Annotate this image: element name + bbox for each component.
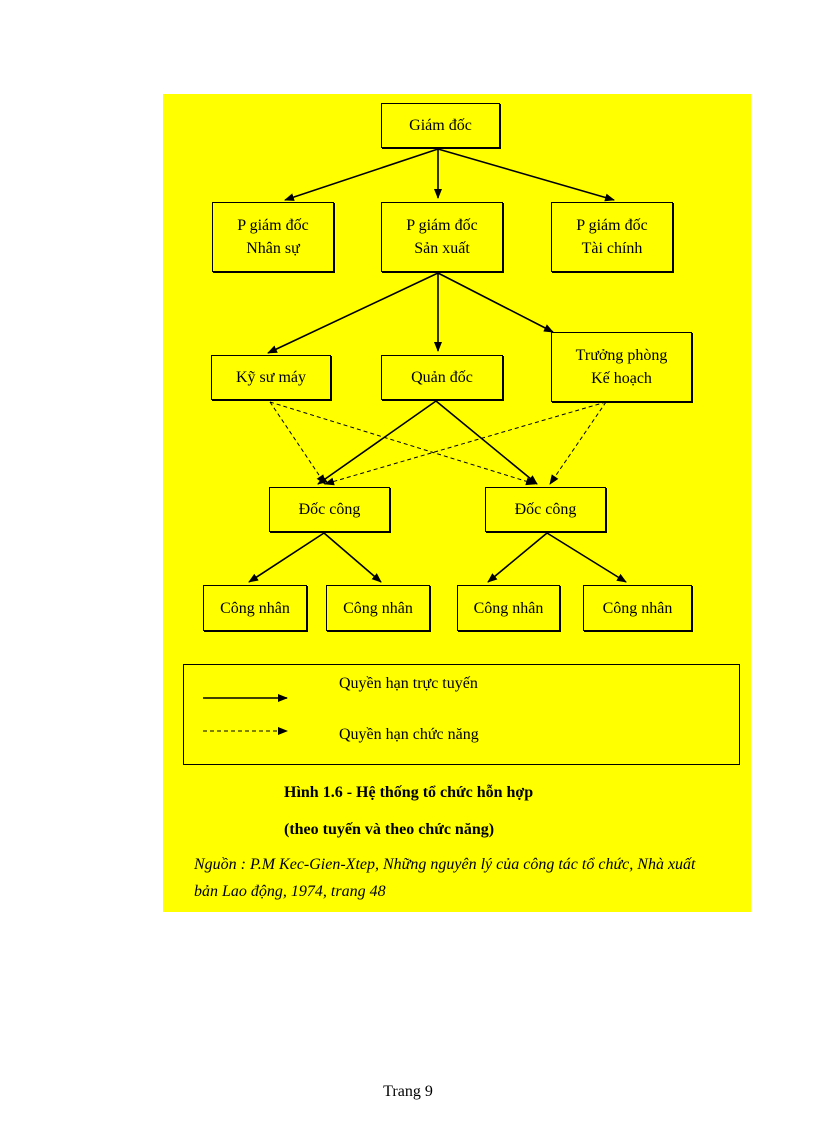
- line-authority-arrow: [284, 148, 439, 201]
- functional-authority-arrow: [269, 401, 536, 486]
- engineer-box: Kỹ sư máy: [211, 355, 331, 400]
- node-label-line: Công nhân: [220, 599, 290, 617]
- node-label-line: Giám đốc: [409, 117, 472, 134]
- functional-authority-arrow: [324, 401, 607, 486]
- legend-line-authority-label: Quyền hạn trực tuyến: [339, 675, 478, 692]
- line-authority-arrow: [437, 148, 615, 202]
- functional-authority-arrow: [549, 401, 607, 485]
- figure-caption-title: Hình 1.6 - Hệ thống tổ chức hỗn hợp: [284, 784, 534, 801]
- node-label-line: Kỹ sư máy: [236, 369, 306, 386]
- node-label-line: P giám đốc: [406, 217, 478, 234]
- node-label-line: Đốc công: [298, 501, 361, 518]
- director-box: Giám đốc: [381, 103, 500, 148]
- supervisor-box-1: Đốc công: [269, 487, 390, 532]
- node-label-line: Sản xuất: [414, 240, 470, 257]
- source-citation-line-2: bản Lao động, 1974, trang 48: [194, 883, 386, 900]
- node-label-line: P giám đốc: [576, 217, 648, 234]
- worker-box-3: Công nhân: [457, 585, 560, 631]
- line-authority-arrow: [323, 532, 382, 583]
- node-label-line: Công nhân: [602, 599, 673, 617]
- node-label-line: Đốc công: [514, 501, 577, 518]
- worker-box-4: Công nhân: [583, 585, 692, 631]
- node-label-line: Tài chính: [581, 240, 643, 257]
- node-label-line: Công nhân: [343, 599, 413, 617]
- source-citation-line-1: Nguồn : P.M Kec-Gien-Xtep, Những nguyên …: [194, 856, 696, 873]
- figure-caption-subtitle: (theo tuyến và theo chức năng): [284, 821, 495, 838]
- line-authority-arrow: [267, 272, 439, 354]
- legend-functional-authority-label: Quyền hạn chức năng: [339, 726, 479, 743]
- line-authority-arrow: [317, 400, 437, 485]
- line-authority-arrow: [487, 532, 548, 583]
- worker-box-1: Công nhân: [203, 585, 307, 631]
- line-authority-arrow: [435, 400, 538, 485]
- functional-authority-arrow: [269, 401, 326, 485]
- page-number: Trang 9: [383, 1083, 433, 1100]
- planning-head-box: Trưởng phòng Kế hoạch: [551, 332, 692, 402]
- supervisor-box-2: Đốc công: [485, 487, 606, 532]
- foreman-manager-box: Quản đốc: [381, 355, 503, 400]
- worker-box-2: Công nhân: [326, 585, 430, 631]
- line-authority-arrow: [248, 532, 325, 583]
- node-label-line: P giám đốc: [237, 217, 309, 234]
- node-label-line: Trưởng phòng: [575, 347, 668, 364]
- line-authority-arrow: [437, 272, 554, 333]
- node-label-line: Quản đốc: [411, 369, 473, 386]
- node-label-line: Nhân sự: [246, 240, 300, 257]
- node-label-line: Công nhân: [473, 599, 544, 617]
- legend-box: [183, 664, 740, 765]
- line-authority-arrow: [546, 532, 627, 583]
- node-label-line: Kế hoạch: [591, 370, 652, 387]
